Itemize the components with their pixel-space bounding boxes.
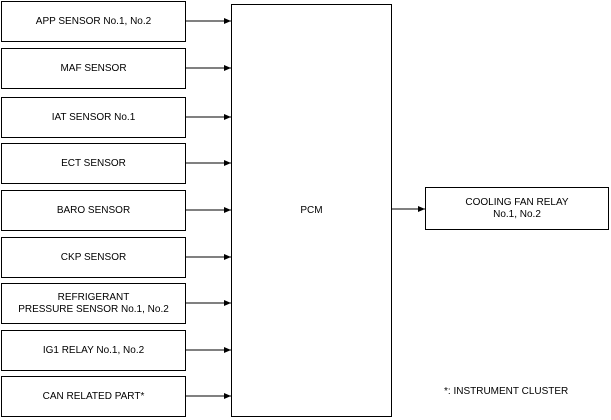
input-app-sensor: APP SENSOR No.1, No.2 — [1, 1, 186, 42]
input-label: IG1 RELAY No.1, No.2 — [42, 344, 145, 356]
input-refrigerant-pressure-sensor: REFRIGERANT PRESSURE SENSOR No.1, No.2 — [1, 283, 186, 324]
input-ig1-relay: IG1 RELAY No.1, No.2 — [1, 330, 186, 371]
input-ckp-sensor: CKP SENSOR — [1, 237, 186, 278]
input-baro-sensor: BARO SENSOR — [1, 190, 186, 231]
input-maf-sensor: MAF SENSOR — [1, 48, 186, 89]
input-label: CKP SENSOR — [60, 251, 127, 263]
input-label: CAN RELATED PART* — [42, 390, 145, 402]
output-cooling-fan-relay: COOLING FAN RELAY No.1, No.2 — [425, 187, 609, 230]
input-label: REFRIGERANT PRESSURE SENSOR No.1, No.2 — [18, 291, 169, 315]
input-label: APP SENSOR No.1, No.2 — [35, 15, 152, 27]
input-label: ECT SENSOR — [61, 157, 126, 169]
footnote: *: INSTRUMENT CLUSTER — [444, 386, 569, 397]
input-can-related-part: CAN RELATED PART* — [1, 376, 186, 417]
pcm-label: PCM — [300, 204, 323, 216]
pcm-block: PCM — [231, 4, 392, 417]
input-label: IAT SENSOR No.1 — [51, 111, 136, 123]
input-label: MAF SENSOR — [60, 62, 127, 74]
input-ect-sensor: ECT SENSOR — [1, 143, 186, 184]
output-label: COOLING FAN RELAY No.1, No.2 — [465, 196, 569, 220]
input-iat-sensor: IAT SENSOR No.1 — [1, 97, 186, 138]
input-label: BARO SENSOR — [56, 204, 131, 216]
